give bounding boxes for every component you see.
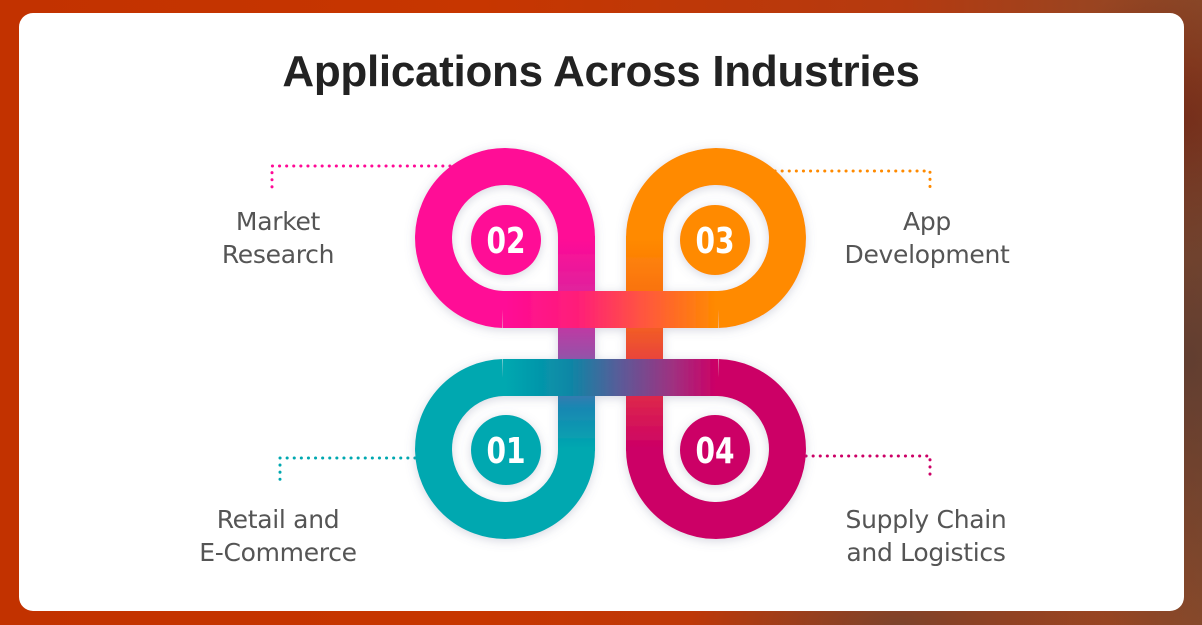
page-title: Applications Across Industries bbox=[282, 47, 920, 96]
badge-04-circle bbox=[680, 415, 750, 485]
badge-01-number: 01 bbox=[486, 430, 525, 472]
label-supply-chain: Supply Chain and Logistics bbox=[816, 503, 1036, 569]
label-line-2: Development bbox=[844, 240, 1010, 269]
label-market-research: Market Research bbox=[178, 205, 378, 271]
loop-03-orange bbox=[625, 148, 806, 328]
connector-market-research bbox=[270, 164, 452, 195]
badge-03-circle bbox=[680, 205, 750, 275]
badge-02-circle bbox=[471, 205, 541, 275]
label-app-development: App Development bbox=[817, 205, 1037, 271]
label-line-2: and Logistics bbox=[846, 538, 1006, 567]
badge-01-circle bbox=[471, 415, 541, 485]
connector-retail-ecommerce bbox=[278, 456, 417, 482]
loop-04-crimson bbox=[625, 359, 806, 539]
label-line-1: Market bbox=[235, 207, 321, 236]
label-line-2: E-Commerce bbox=[199, 538, 357, 567]
label-line-2: Research bbox=[221, 240, 335, 269]
badge-03-number: 03 bbox=[695, 220, 734, 262]
loop-02-pink bbox=[415, 148, 596, 328]
badge-02-number: 02 bbox=[486, 220, 525, 262]
badge-04-number: 04 bbox=[695, 430, 734, 472]
label-retail-ecommerce: Retail and E-Commerce bbox=[168, 503, 388, 569]
connector-app-development bbox=[773, 169, 932, 195]
label-line-1: Supply Chain bbox=[845, 505, 1007, 534]
label-line-1: Retail and bbox=[216, 505, 340, 534]
connector-supply-chain bbox=[804, 454, 932, 482]
loop-01-teal bbox=[415, 359, 596, 539]
label-line-1: App bbox=[903, 207, 951, 236]
